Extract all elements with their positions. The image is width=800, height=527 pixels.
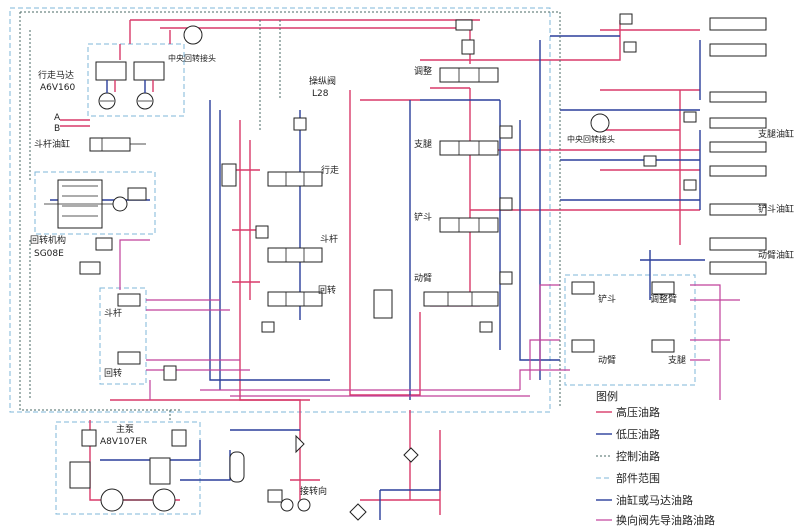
low-pressure-lines bbox=[50, 35, 705, 520]
travel-motor-range bbox=[87, 43, 185, 117]
valve-stick-spool bbox=[267, 247, 323, 263]
label-travel-motor: 行走马达 bbox=[38, 69, 74, 81]
pilot-valves-right bbox=[571, 281, 675, 353]
pilot-valves-left bbox=[117, 293, 177, 381]
swing-mechanism-icon bbox=[44, 179, 147, 275]
label-main-pump-model: A8V107ER bbox=[100, 437, 147, 447]
control-lines bbox=[19, 11, 561, 420]
label-swing-mechanism: 回转机构 bbox=[30, 234, 66, 246]
label-valve-stick: 斗杆 bbox=[320, 233, 338, 245]
pilot-left-range bbox=[99, 287, 147, 385]
label-line-b: B bbox=[54, 124, 60, 134]
main-pump-left-icon bbox=[100, 488, 124, 512]
label-valve-adjust: 调整 bbox=[414, 65, 432, 77]
label-valve-travel: 行走 bbox=[321, 164, 339, 176]
pilot-outrigger-valve bbox=[651, 339, 675, 353]
high-pressure-lines bbox=[60, 19, 700, 515]
legend-title: 图例 bbox=[596, 389, 618, 403]
pilot-stick-valve bbox=[117, 293, 141, 307]
label-valve-boom: 动臂 bbox=[414, 272, 432, 284]
pilot-adjust-boom-valve bbox=[651, 281, 675, 295]
pilot-swing-valve bbox=[117, 351, 141, 365]
filter-icon bbox=[403, 447, 419, 463]
valve-boom-spool bbox=[423, 291, 499, 307]
legend-item-oil: 油缸或马达油路 bbox=[616, 493, 693, 507]
pilot-boom-valve bbox=[571, 339, 595, 353]
valve-shovel-spool bbox=[439, 217, 499, 233]
label-central-joint-top: 中央回转接头 bbox=[168, 53, 216, 63]
label-valve-shovel: 铲斗 bbox=[414, 211, 432, 223]
cylinder-top bbox=[709, 17, 767, 31]
labels: 行走马达 A6V160 中央回转接头 操纵阀 L28 A B 斗杆油缸 回转机构… bbox=[30, 53, 794, 497]
label-line-a: A bbox=[54, 113, 61, 123]
swing-mechanism-range bbox=[34, 171, 156, 235]
legend-item-high-pressure: 高压油路 bbox=[616, 405, 660, 419]
label-pilot-stick: 斗杆 bbox=[104, 307, 122, 319]
label-swing-model: SG08E bbox=[34, 249, 64, 259]
travel-motor-group bbox=[95, 61, 165, 110]
pilot-right-range bbox=[564, 274, 696, 386]
pilot-lines bbox=[119, 239, 740, 400]
legend-item-pilot: 换向阀先导油路油路 bbox=[616, 513, 715, 527]
label-boom-cylinder: 动臂油缸 bbox=[758, 249, 794, 261]
valve-adjust-spool bbox=[439, 67, 499, 83]
label-shovel-cylinder: 铲斗油缸 bbox=[758, 203, 794, 215]
label-to-swing: 接转向 bbox=[300, 485, 327, 497]
accumulator-icon bbox=[229, 451, 245, 483]
valve-swing-spool bbox=[267, 291, 323, 307]
label-main-pump: 主泵 bbox=[116, 423, 134, 435]
boom-cylinder-icon bbox=[709, 237, 767, 251]
legend-item-control: 控制油路 bbox=[616, 449, 660, 463]
travel-valve-right bbox=[133, 61, 165, 81]
stick-cylinder-icon bbox=[89, 137, 146, 152]
main-pump-range bbox=[55, 421, 201, 515]
label-stick-cylinder: 斗杆油缸 bbox=[34, 138, 70, 150]
priority-valve bbox=[373, 289, 393, 319]
control-valve-stack-right bbox=[423, 19, 513, 333]
control-valve-stack-left bbox=[221, 117, 393, 333]
label-travel-motor-model: A6V160 bbox=[40, 83, 75, 93]
check-valve-icon bbox=[295, 434, 305, 454]
legend-item-range: 部件范围 bbox=[616, 471, 660, 485]
label-outrigger-cylinder: 支腿油缸 bbox=[758, 128, 794, 140]
auxiliary-components bbox=[229, 434, 419, 521]
valve-outrigger-spool bbox=[439, 140, 499, 156]
shovel-cylinder-icon bbox=[709, 203, 767, 216]
label-pilot-boom: 动臂 bbox=[598, 354, 616, 366]
legend: 图例 高压油路 低压油路 控制油路 部件范围 油缸或马达油路 换向阀先导油路油路 bbox=[596, 389, 715, 527]
pilot-shovel-valve bbox=[571, 281, 595, 295]
label-control-valve-model: L28 bbox=[312, 89, 329, 99]
check-valve-left bbox=[221, 163, 237, 187]
label-valve-outrigger: 支腿 bbox=[414, 138, 432, 150]
outrigger-cylinder-icon bbox=[709, 91, 767, 103]
main-pump-group bbox=[69, 429, 187, 512]
label-valve-swing: 回转 bbox=[318, 284, 336, 296]
central-rotary-joint-top-icon bbox=[183, 25, 203, 45]
range-boxes bbox=[9, 7, 696, 515]
valve-travel-spool bbox=[267, 171, 323, 187]
legend-item-low-pressure: 低压油路 bbox=[616, 427, 660, 441]
label-pilot-outrigger: 支腿 bbox=[668, 354, 686, 366]
main-pump-right-icon bbox=[152, 488, 176, 512]
label-pilot-swing: 回转 bbox=[104, 367, 122, 379]
label-central-joint-right: 中央回转接头 bbox=[567, 134, 615, 144]
label-pilot-adjust-boom: 调整臂 bbox=[650, 293, 677, 305]
travel-valve-left bbox=[95, 61, 127, 81]
central-rotary-joint-right-icon bbox=[590, 113, 610, 133]
label-control-valve: 操纵阀 bbox=[309, 75, 336, 87]
label-pilot-shovel: 铲斗 bbox=[598, 293, 616, 305]
right-cylinders bbox=[619, 13, 767, 275]
